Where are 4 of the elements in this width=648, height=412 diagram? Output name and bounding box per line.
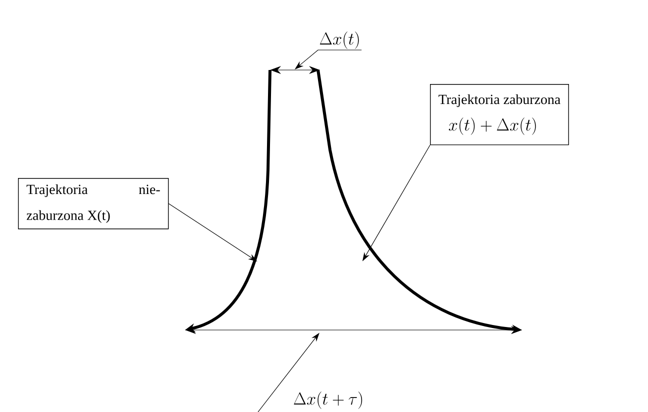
formula-label: $\Delta x(t)$	[320, 32, 359, 49]
text-box: Trajektoria zaburzona $x(t)+\Delta x(t)$	[430, 84, 569, 146]
formula-label: $\Delta x(t+\tau)$	[294, 392, 362, 409]
text-box: Trajektoria nie-zaburzona X(t)	[18, 178, 169, 230]
